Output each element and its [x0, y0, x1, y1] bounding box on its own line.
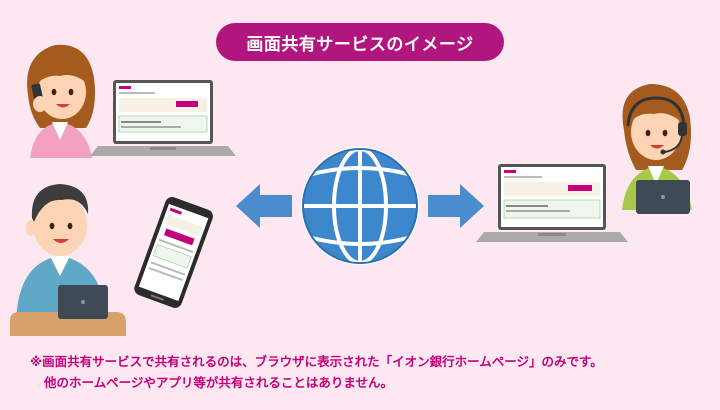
diagram-title: 画面共有サービスのイメージ [216, 23, 504, 61]
smartphone-icon [134, 197, 213, 308]
note-line-2: 他のホームページやアプリ等が共有されることはありません。 [44, 375, 394, 390]
note-line-1: ※画面共有サービスで共有されるのは、ブラウザに表示された「イオン銀行ホームページ… [30, 354, 603, 369]
customer-man-figure [10, 184, 126, 336]
customer-woman-figure [27, 44, 96, 158]
arrow-left-icon [236, 184, 292, 228]
globe-icon [301, 147, 419, 265]
operator-woman-figure [622, 84, 692, 214]
arrow-right-icon [428, 184, 484, 228]
laptop-icon [90, 80, 236, 156]
headset-icon [626, 96, 687, 155]
disclaimer-note: ※画面共有サービスで共有されるのは、ブラウザに表示された「イオン銀行ホームページ… [30, 351, 700, 393]
laptop-icon [476, 164, 628, 242]
screen-share-diagram [10, 44, 692, 336]
